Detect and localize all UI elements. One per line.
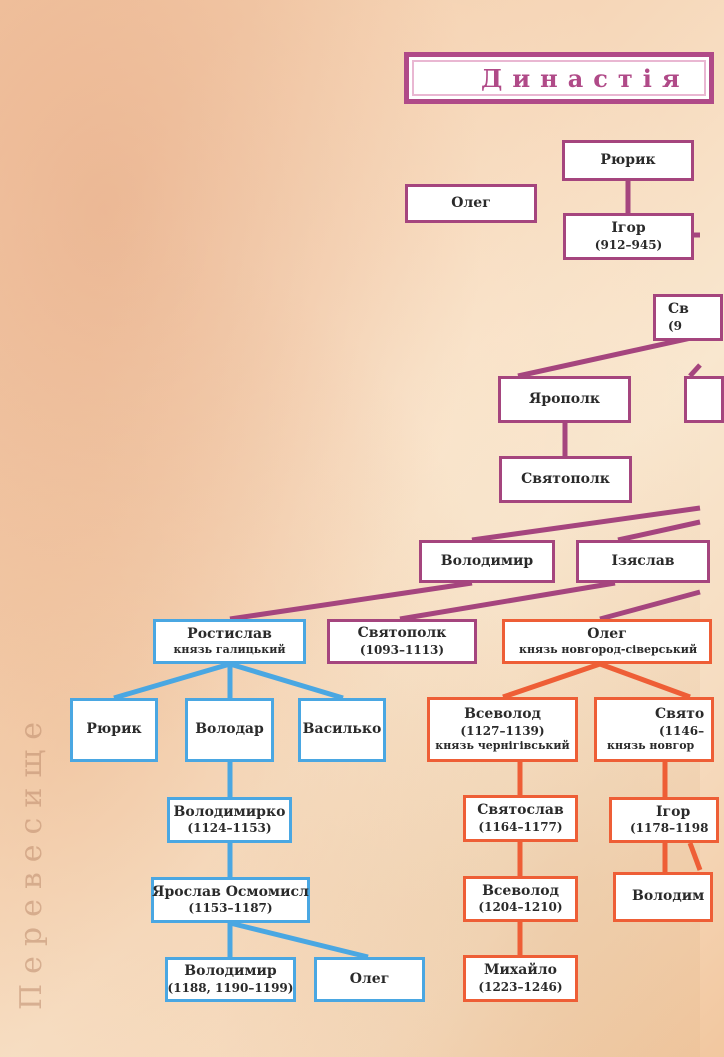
line-sviatoslav-yaropolk — [517, 333, 701, 379]
box-name: Св — [668, 301, 689, 318]
box-oleg2: Олег — [314, 957, 425, 1002]
box-oleg-ns: Олег князь новгород-сіверський — [502, 619, 712, 664]
box-title: князь новгор — [607, 738, 695, 752]
box-volodar: Володар — [185, 698, 274, 762]
box-dates: (1093–1113) — [359, 642, 445, 657]
line-iziaslav-sviatopolk — [399, 580, 616, 622]
box-name: Ізяслав — [611, 552, 675, 569]
box-sviatoslav: Св (9 — [653, 294, 723, 341]
box-volodym-cut: Володим — [613, 872, 713, 922]
box-dates: (1146– — [659, 723, 705, 738]
line-right-oleg — [599, 589, 701, 622]
box-sviato-ns: Свято (1146– князь новгор — [594, 697, 714, 762]
line-rostyslav-vasylko — [229, 661, 344, 701]
box-name: Рюрик — [86, 721, 142, 738]
box-vasylko: Василько — [298, 698, 386, 762]
box-riuryk2: Рюрик — [70, 698, 158, 762]
connector-lines — [113, 180, 703, 960]
box-yaroslav: Ярослав Осмомисл (1153–1187) — [151, 877, 310, 923]
box-dates: (1178–1198 — [630, 821, 709, 836]
box-dates: (1153–1187) — [188, 901, 273, 916]
box-riuryk: Рюрик — [562, 140, 694, 181]
box-name: Олег — [451, 194, 491, 211]
box-name: Святополк — [357, 625, 447, 642]
box-name: Володимир — [440, 552, 534, 569]
box-name: Всеволод — [482, 882, 559, 899]
box-name: Ярополк — [528, 390, 601, 407]
dynasty-title-text: Династія — [481, 63, 690, 93]
box-volodymyr: Володимир — [419, 540, 555, 583]
box-oleg-top: Олег — [405, 184, 537, 223]
line-rostyslav-riuryk — [113, 661, 231, 701]
box-name: Василько — [302, 721, 382, 738]
box-name: Всеволод — [464, 706, 541, 723]
box-name: Михайло — [484, 962, 557, 979]
box-name: Олег — [349, 970, 390, 987]
box-vsevolod-ch: Всеволод (1127–1139) князь чернігівський — [427, 697, 578, 762]
box-ihor2: Ігор (1178–1198 — [609, 797, 719, 843]
box-volodymyrko: Володимирко (1124–1153) — [167, 797, 292, 843]
box-name: Ростислав — [187, 625, 272, 642]
box-mykhailo: Михайло (1223–1246) — [463, 955, 578, 1002]
line-ihor2-right — [687, 842, 703, 871]
box-name: Олег — [587, 625, 627, 642]
box-volodymyr2: Володимир (1188, 1190–1199) — [165, 957, 296, 1002]
box-sviatopolk-top: Святополк — [499, 456, 632, 503]
box-cut-right — [684, 376, 724, 423]
line-oleg-sviato — [599, 661, 691, 700]
box-dates: (1164–1177) — [478, 819, 563, 834]
box-name: Святополк — [521, 470, 610, 487]
box-name: Святослав — [477, 802, 564, 819]
box-rostyslav: Ростислав князь галицький — [153, 619, 306, 664]
line-yaroslav-oleg — [229, 920, 369, 960]
line-volodymyr-rostyslav — [229, 580, 473, 622]
box-sviatopolk: Святополк (1093–1113) — [327, 619, 477, 664]
box-name: Ігор — [656, 803, 691, 820]
box-dates: (1223–1246) — [478, 979, 563, 994]
line-top-volodymyr — [471, 505, 701, 543]
line-top-iziaslav — [617, 519, 701, 543]
box-title: князь новгород-сіверський — [519, 643, 698, 657]
box-name: Володим — [632, 888, 705, 905]
box-sviatoslav2: Святослав (1164–1177) — [463, 795, 578, 842]
box-name: Свято — [655, 706, 705, 723]
dynasty-title: Династія — [404, 52, 714, 104]
box-vsevolod2: Всеволод (1204–1210) — [463, 876, 578, 922]
box-dates: (1127–1139) — [460, 723, 545, 738]
box-dates: (9 — [668, 318, 683, 333]
box-dates: (1204–1210) — [478, 900, 563, 915]
box-dates: (912–945) — [594, 237, 663, 252]
line-oleg-vsevolod — [502, 661, 601, 700]
box-ihor: Ігор (912–945) — [563, 213, 694, 260]
box-name: Володар — [195, 721, 264, 738]
box-name: Рюрик — [600, 151, 656, 168]
box-dates: (1188, 1190–1199) — [167, 980, 294, 995]
box-dates: (1124–1153) — [187, 821, 272, 836]
box-name: Володимирко — [173, 803, 286, 820]
box-title: князь галицький — [173, 643, 286, 657]
box-title: князь чернігівський — [435, 738, 570, 752]
box-name: Ярослав Осмомисл — [152, 883, 309, 900]
box-yaropolk: Ярополк — [498, 376, 631, 423]
box-iziaslav: Ізяслав — [576, 540, 710, 583]
line-sviatoslav-right — [688, 363, 702, 378]
box-name: Володимир — [184, 963, 277, 980]
box-name: Ігор — [611, 220, 646, 237]
